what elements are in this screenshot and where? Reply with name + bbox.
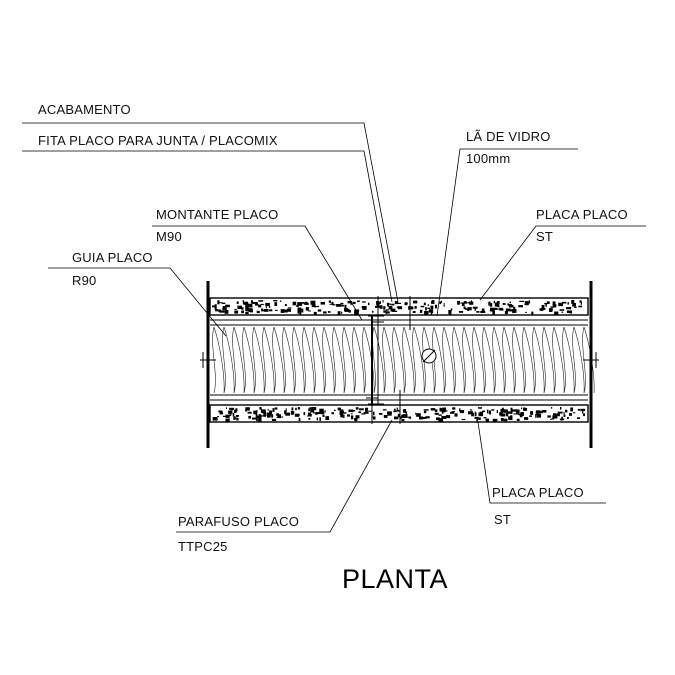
label-parafuso-placo: PARAFUSO PLACO	[178, 514, 299, 529]
label-la-de-vidro: LÃ DE VIDRO	[466, 129, 551, 144]
bottom-gypsum-board	[209, 404, 589, 423]
label-guia-spec: R90	[72, 273, 96, 288]
drawing-title: PLANTA	[342, 564, 448, 594]
label-fita-placo: FITA PLACO PARA JUNTA / PLACOMIX	[38, 133, 278, 148]
label-montante-placo: MONTANTE PLACO	[156, 207, 278, 222]
label-placa-bottom-spec: ST	[494, 512, 511, 527]
label-montante-spec: M90	[156, 229, 182, 244]
label-placa-placo-top: PLACA PLACO	[536, 207, 628, 222]
leader-lines	[22, 122, 646, 533]
label-guia-placo: GUIA PLACO	[72, 250, 153, 265]
label-placa-placo-bottom: PLACA PLACO	[492, 485, 584, 500]
label-la-de-vidro-spec: 100mm	[466, 151, 510, 166]
label-acabamento: ACABAMENTO	[38, 102, 131, 117]
guia-track-right	[583, 281, 599, 448]
label-placa-top-spec: ST	[536, 229, 553, 244]
glass-wool-insulation	[210, 319, 595, 401]
guia-track-left	[200, 281, 216, 448]
label-parafuso-spec: TTPC25	[178, 539, 228, 554]
montante-stud	[366, 296, 437, 424]
top-gypsum-board	[209, 297, 589, 316]
